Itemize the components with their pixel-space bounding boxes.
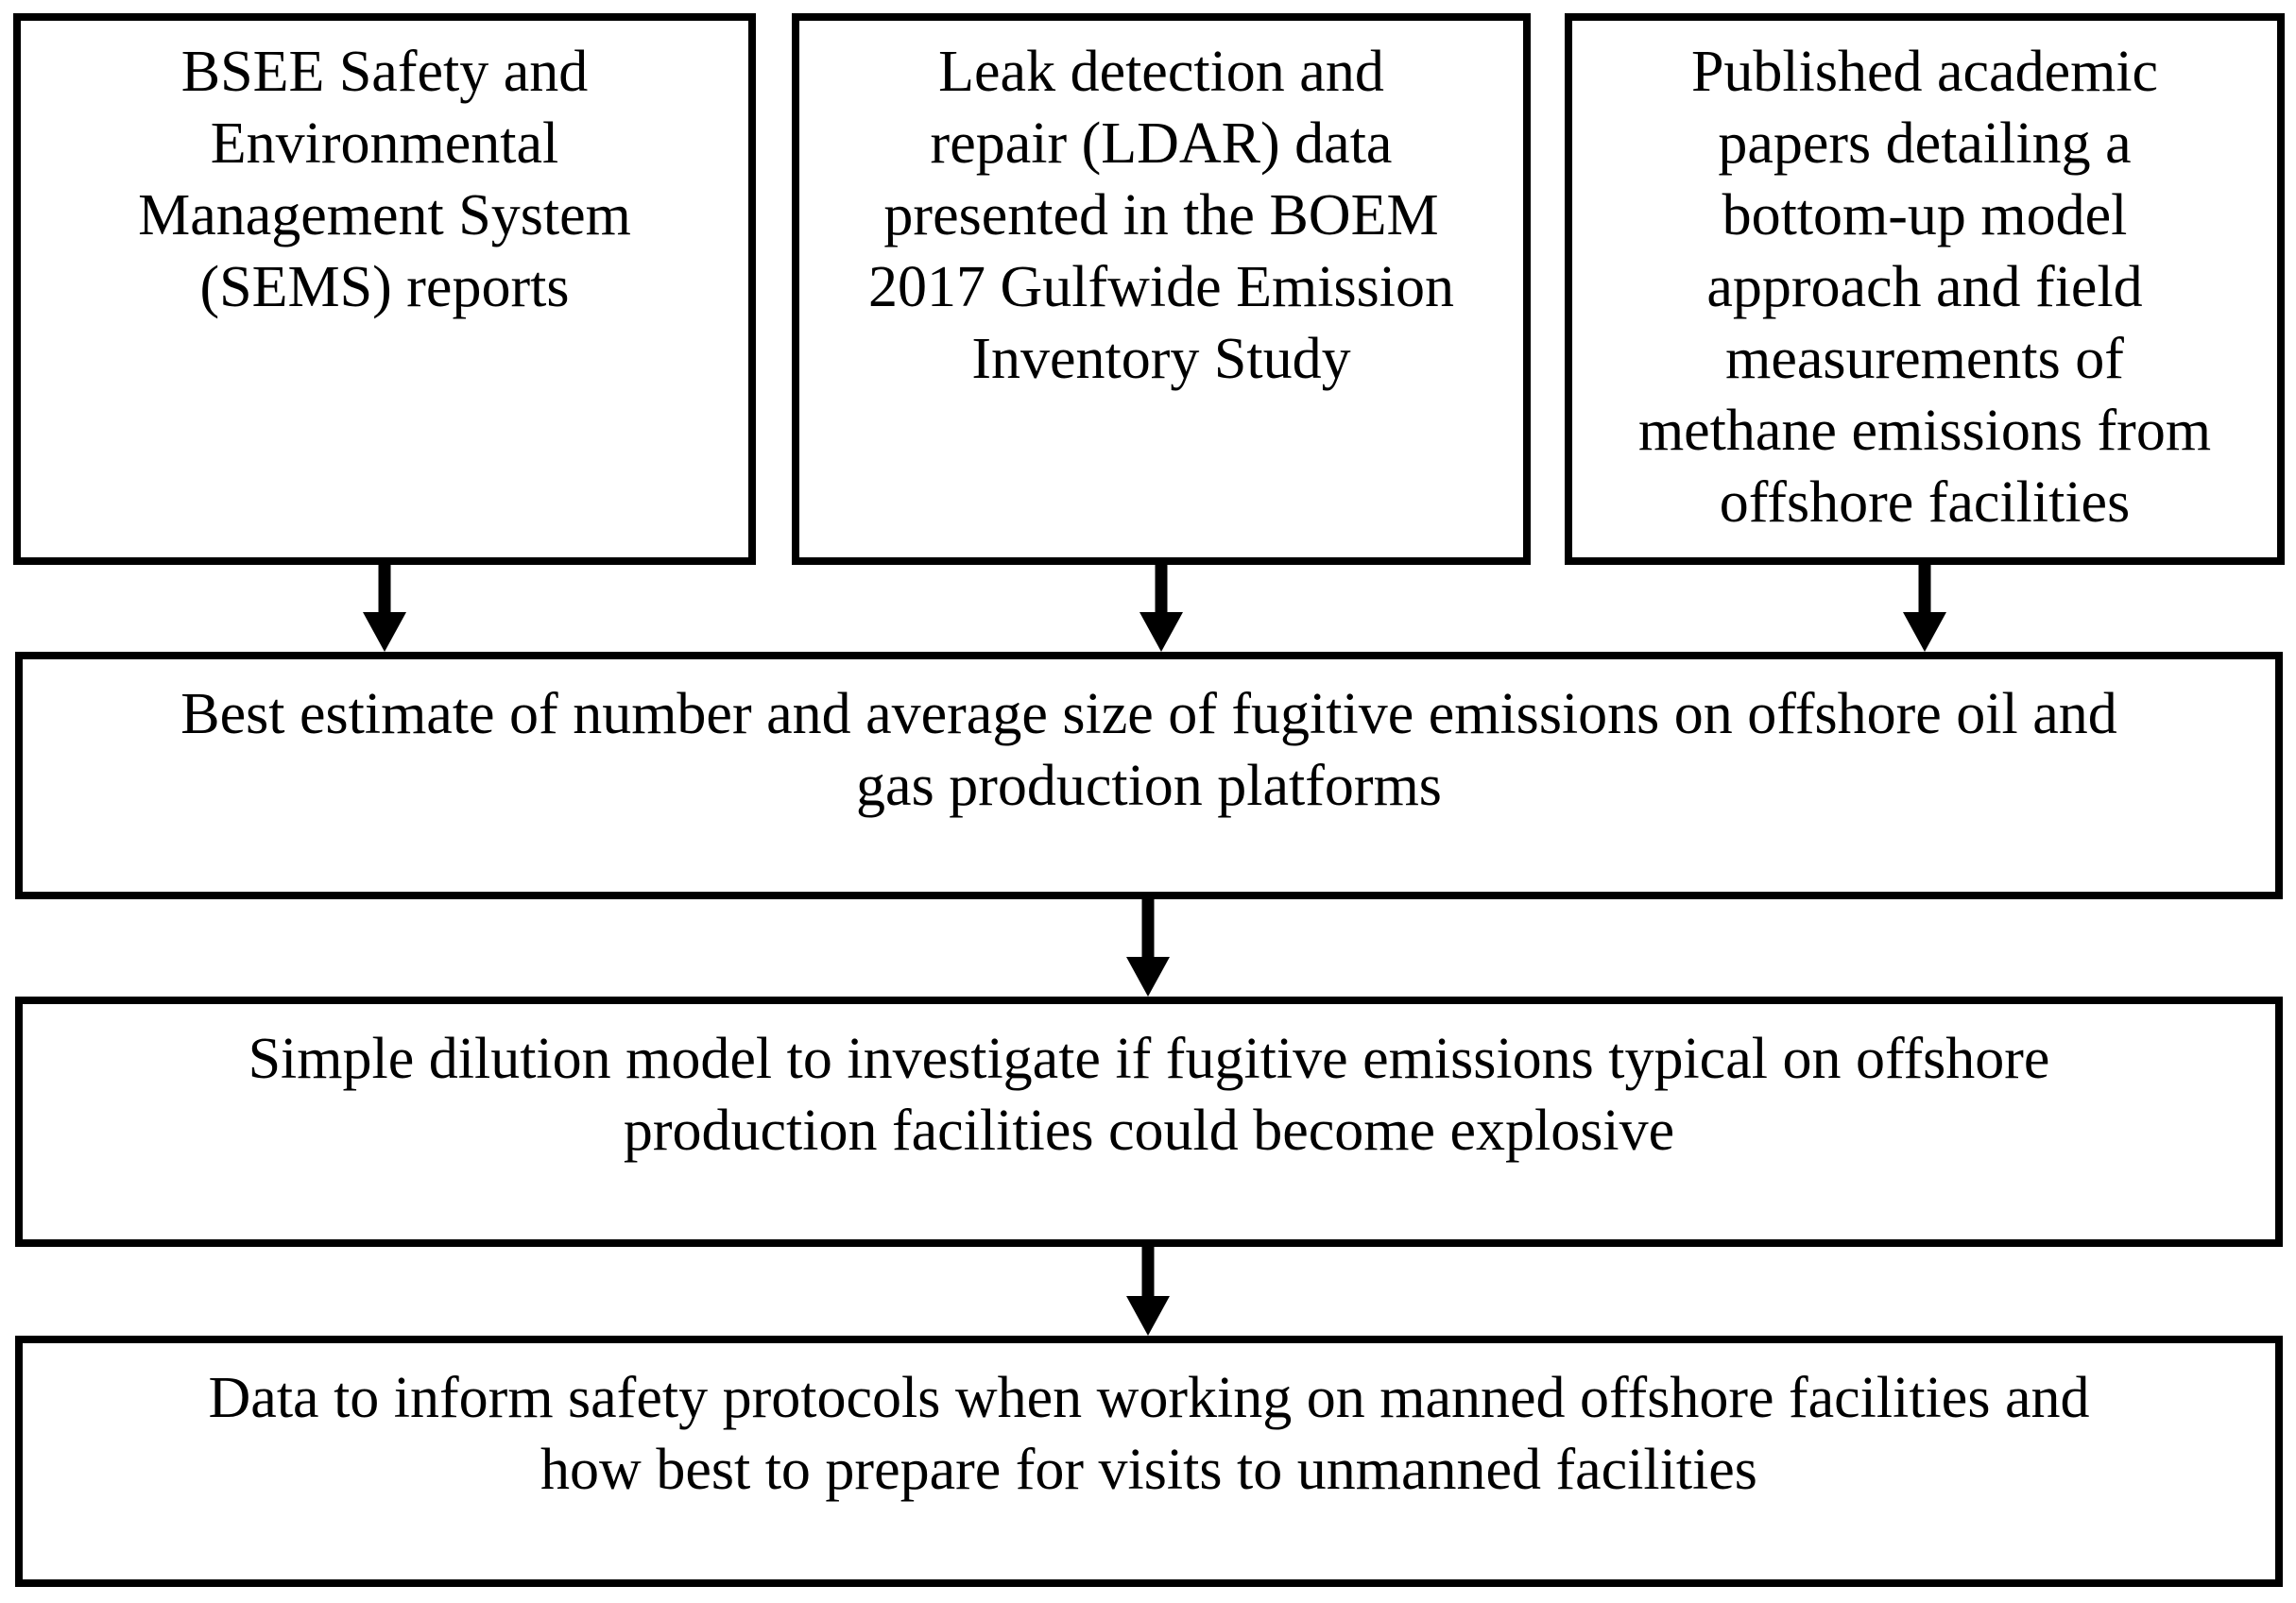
box-text-line: measurements of	[1725, 327, 2124, 391]
source-box-sems-reports: BSEE Safety and Environmental Management…	[13, 13, 756, 565]
arrow-head	[363, 612, 406, 652]
arrow-head	[1126, 957, 1170, 997]
arrow-shaft	[378, 565, 391, 614]
down-arrow-icon	[1903, 565, 1946, 652]
box-text-line: Published academic	[1690, 40, 2159, 104]
outcome-box-safety-protocols: Data to inform safety protocols when wor…	[15, 1336, 2283, 1587]
box-text-line: BSEE Safety and	[180, 40, 589, 104]
source-box-academic-papers: Published academic papers detailing a bo…	[1565, 13, 2285, 565]
box-text-line: Data to inform safety protocols when wor…	[208, 1366, 2090, 1430]
arrow-head	[1903, 612, 1946, 652]
box-text-line: how best to prepare for visits to unmann…	[540, 1438, 1757, 1502]
box-text-line: offshore facilities	[1719, 470, 2131, 535]
down-arrow-icon	[1126, 1247, 1170, 1336]
box-text-line: Simple dilution model to investigate if …	[248, 1027, 2050, 1091]
arrow-head	[1126, 1296, 1170, 1336]
box-text-line: gas production platforms	[856, 754, 1442, 818]
arrow-head	[1139, 612, 1183, 652]
arrow-shaft	[1918, 565, 1931, 614]
box-text-line: (SEMS) reports	[199, 255, 570, 319]
down-arrow-icon	[1126, 899, 1170, 997]
box-text-line: repair (LDAR) data	[930, 111, 1393, 176]
box-text-line: approach and field	[1706, 255, 2143, 319]
box-text-line: production facilities could become explo…	[623, 1099, 1675, 1163]
box-text-line: Management System	[138, 183, 631, 247]
down-arrow-icon	[1139, 565, 1183, 652]
box-text-line: 2017 Gulfwide Emission	[868, 255, 1454, 319]
box-text-line: papers detailing a	[1718, 111, 2132, 176]
down-arrow-icon	[363, 565, 406, 652]
stage-box-best-estimate: Best estimate of number and average size…	[15, 652, 2283, 899]
box-text-line: Best estimate of number and average size…	[180, 682, 2117, 746]
box-text-line: presented in the BOEM	[883, 183, 1439, 247]
box-text-line: Leak detection and	[938, 40, 1384, 104]
arrow-shaft	[1155, 565, 1168, 614]
arrow-shaft	[1141, 899, 1155, 959]
stage-box-dilution-model: Simple dilution model to investigate if …	[15, 997, 2283, 1247]
box-text-line: Inventory Study	[971, 327, 1351, 391]
box-text-line: Environmental	[210, 111, 559, 176]
arrow-shaft	[1141, 1247, 1155, 1298]
box-text-line: methane emissions from	[1637, 399, 2212, 463]
box-text-line: bottom-up model	[1722, 183, 2128, 247]
source-box-ldar-data: Leak detection and repair (LDAR) data pr…	[792, 13, 1531, 565]
